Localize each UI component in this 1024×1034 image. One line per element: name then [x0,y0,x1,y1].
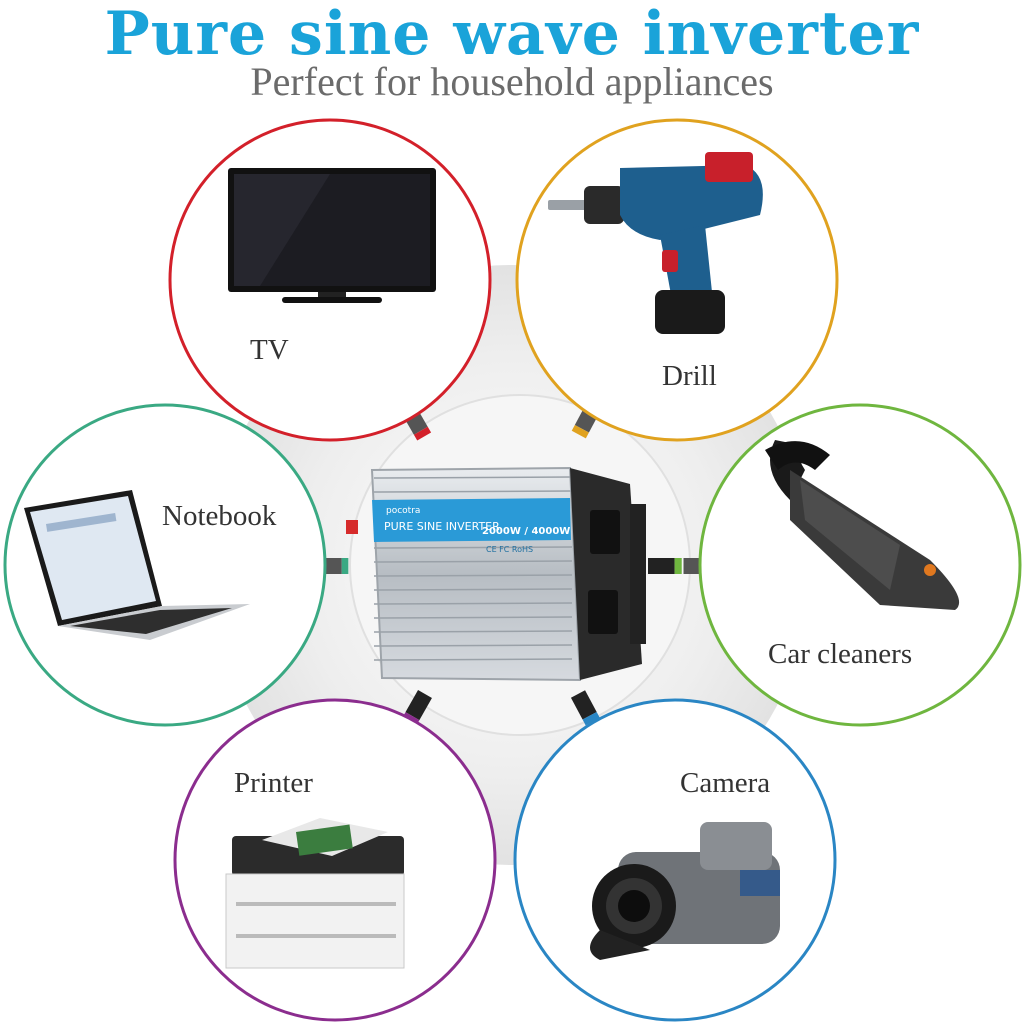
inverter-rib [373,658,573,661]
label-car-cleaners: Car cleaners [768,638,913,670]
inverter-rib [373,476,573,479]
inverter-rib [373,546,573,549]
inverter-icon: pocotra PURE SINE INVERTER 2000W / 4000W… [346,466,646,682]
tv-icon [228,168,436,303]
page-subtitle: Perfect for household appliances [250,59,774,104]
camcorder-icon [590,822,780,960]
inverter-marks: CE FC RoHS [486,545,533,554]
printer-icon [225,818,405,969]
inverter-rib [373,602,573,605]
label-drill: Drill [662,360,717,392]
handheld-vacuum-icon [765,440,960,610]
inverter-rating: 2000W / 4000W [482,526,570,537]
inverter-name: PURE SINE INVERTER [384,520,500,533]
inverter-rib [373,560,573,563]
notebook-circle [3,403,327,727]
label-printer: Printer [234,767,313,799]
inverter-rib [373,490,573,493]
inverter-rib [373,588,573,591]
drill-icon [548,152,763,334]
laptop-icon [24,490,250,640]
inverter-rib [373,616,573,619]
inverter-rib [373,574,573,577]
label-notebook: Notebook [162,500,277,532]
label-camera: Camera [680,767,771,799]
label-tv: TV [250,334,289,366]
inverter-rib [373,630,573,633]
inverter-brand: pocotra [386,506,420,516]
inverter-rib [373,644,573,647]
page-title: Pure sine wave inverter [104,0,920,69]
